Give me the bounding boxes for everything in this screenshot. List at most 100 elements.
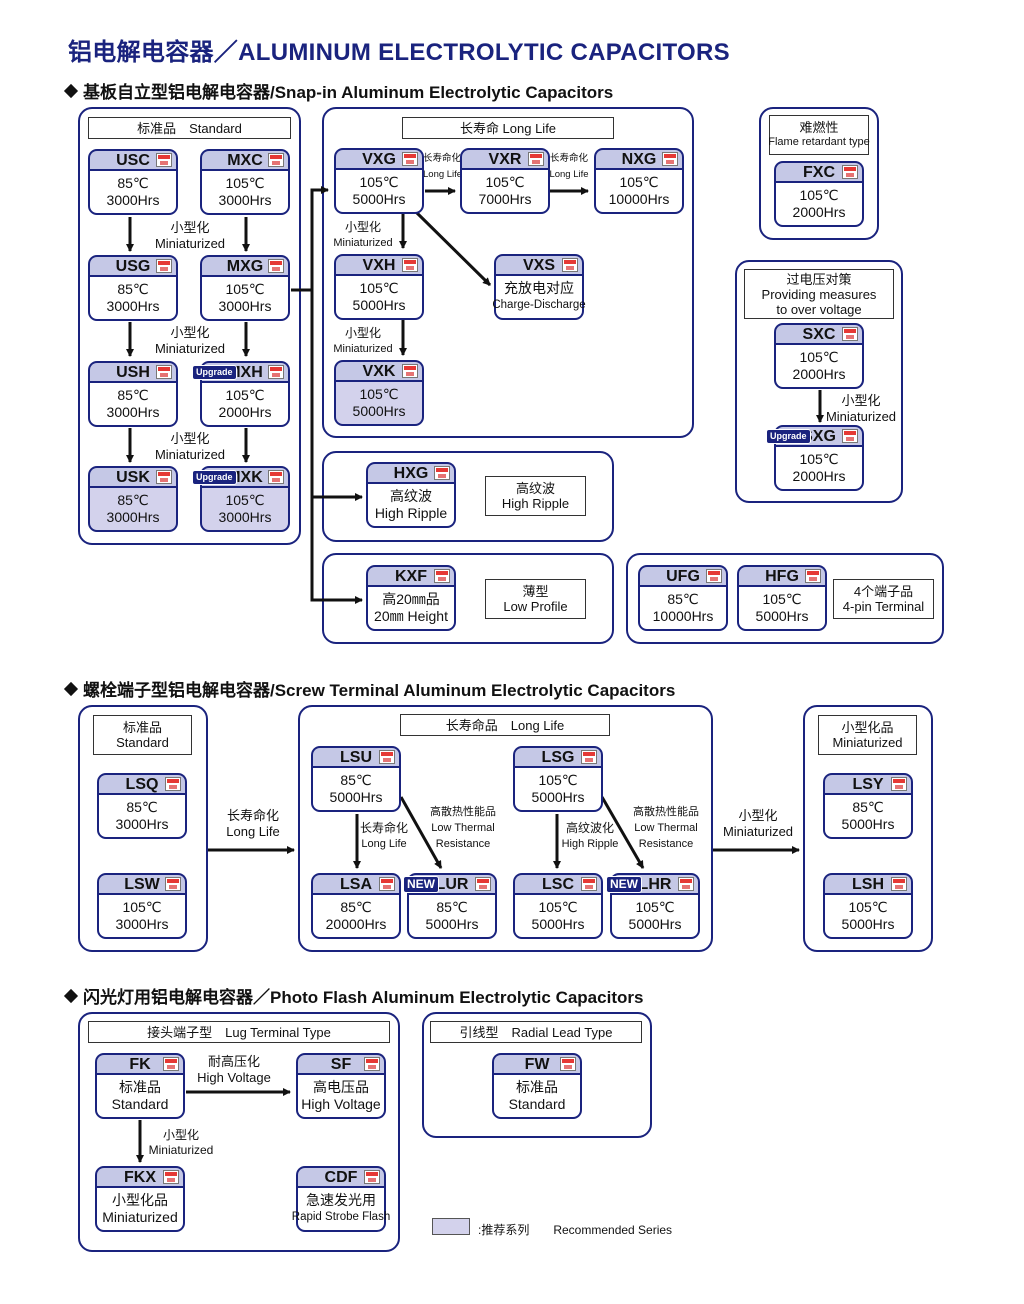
series-name-text: MXC xyxy=(227,152,263,169)
pdf-icon[interactable] xyxy=(402,258,418,272)
pdf-icon[interactable] xyxy=(402,152,418,166)
pdf-icon[interactable] xyxy=(475,877,491,891)
upgrade-badge: Upgrade xyxy=(192,365,237,380)
pdf-icon[interactable] xyxy=(560,1057,576,1071)
pdf-icon[interactable] xyxy=(163,1170,179,1184)
pdf-icon[interactable] xyxy=(842,165,858,179)
series-name-text: LSC xyxy=(542,876,574,893)
pdf-icon[interactable] xyxy=(678,877,694,891)
pdf-icon[interactable] xyxy=(706,569,722,583)
spec-line-1: 高20㎜品 xyxy=(382,591,440,607)
arrow-to-longlife xyxy=(291,186,329,292)
pdf-icon[interactable] xyxy=(163,1057,179,1071)
spec-line-1: 105℃ xyxy=(635,899,675,915)
pdf-icon[interactable] xyxy=(891,777,907,791)
pdf-icon[interactable] xyxy=(434,466,450,480)
pdf-icon[interactable] xyxy=(156,365,172,379)
series-name: USC xyxy=(88,149,178,169)
pdf-icon[interactable] xyxy=(379,877,395,891)
pdf-icon[interactable] xyxy=(805,569,821,583)
hiripple-label-cn: 高纹波 xyxy=(515,481,555,496)
pdf-icon[interactable] xyxy=(402,364,418,378)
note-text-en: Miniaturized xyxy=(154,236,226,251)
note-text-en2: Resistance xyxy=(638,838,694,850)
pdf-icon[interactable] xyxy=(891,877,907,891)
pdf-icon[interactable] xyxy=(562,258,578,272)
note-text-en: Long Life xyxy=(549,169,589,180)
note-text-cn: 小型化 xyxy=(344,220,381,234)
spec-line-2: 5000Hrs xyxy=(628,916,682,932)
pdf-icon[interactable] xyxy=(364,1057,380,1071)
pdf-icon[interactable] xyxy=(165,777,181,791)
spec-line-2: 5000Hrs xyxy=(841,816,895,832)
pdf-icon[interactable] xyxy=(662,152,678,166)
series-name: NXG xyxy=(594,148,684,168)
spec-line-2: 5000Hrs xyxy=(352,403,406,419)
spec-line-1: 105℃ xyxy=(848,899,888,915)
pdf-icon[interactable] xyxy=(156,259,172,273)
pdf-icon[interactable] xyxy=(581,750,597,764)
pdf-icon[interactable] xyxy=(268,470,284,484)
lug-label: 接头端子型 Lug Terminal Type xyxy=(88,1021,390,1043)
pdf-icon[interactable] xyxy=(842,429,858,443)
pdf-icon[interactable] xyxy=(156,470,172,484)
pdf-icon[interactable] xyxy=(156,153,172,167)
pdf-icon[interactable] xyxy=(268,365,284,379)
pdf-icon[interactable] xyxy=(379,750,395,764)
pdf-icon[interactable] xyxy=(364,1170,380,1184)
pdf-icon[interactable] xyxy=(268,259,284,273)
pdf-icon[interactable] xyxy=(434,569,450,583)
pdf-icon[interactable] xyxy=(842,327,858,341)
pdf-icon[interactable] xyxy=(528,152,544,166)
pdf-icon[interactable] xyxy=(268,153,284,167)
spec-line-2: 5000Hrs xyxy=(841,916,895,932)
series-name-text: KXF xyxy=(395,568,427,585)
pdf-icon[interactable] xyxy=(165,877,181,891)
pdf-icon[interactable] xyxy=(581,877,597,891)
spec-line-1: 105℃ xyxy=(225,492,265,508)
